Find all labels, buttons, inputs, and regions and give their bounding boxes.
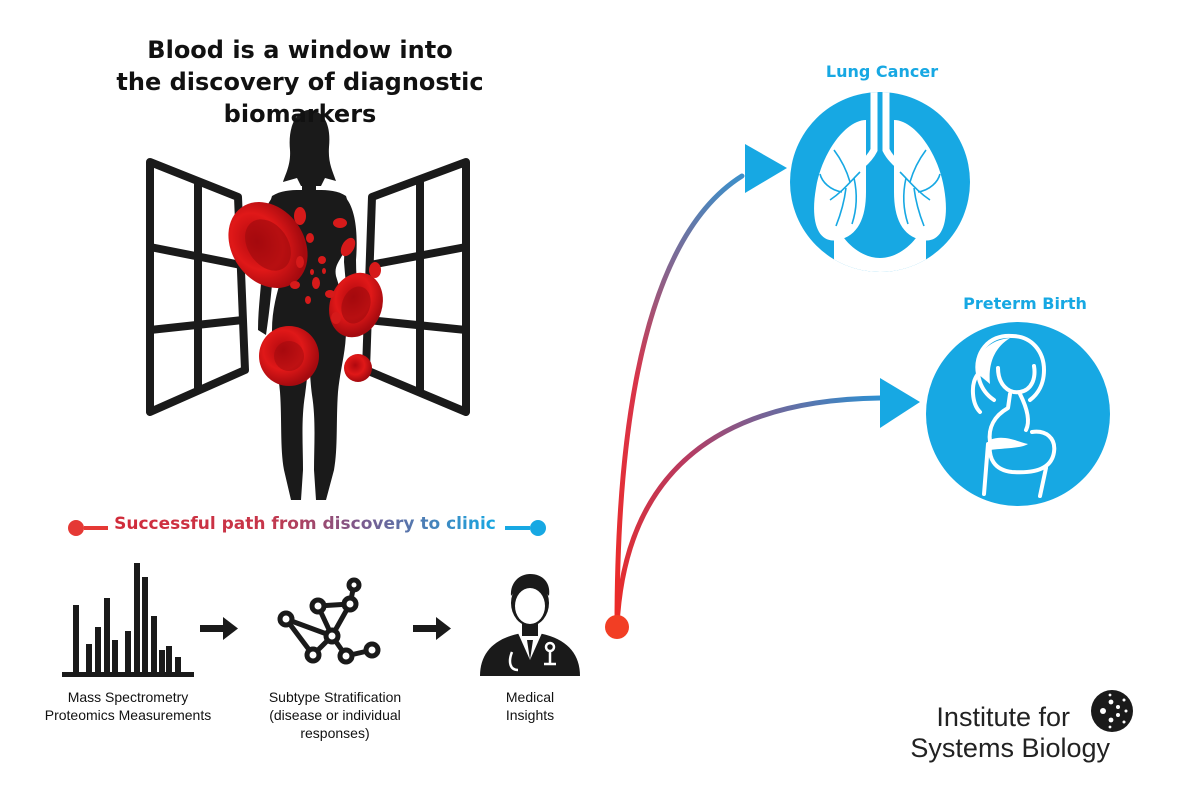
doctor-icon xyxy=(480,574,580,676)
page-title: Blood is a window into the discovery of … xyxy=(40,34,560,130)
path-banner-label: Successful path from discovery to clinic xyxy=(60,514,550,534)
logo-line-1: Institute for xyxy=(936,702,1070,732)
network-graph-icon xyxy=(277,577,381,665)
dotted-circle-logo-icon xyxy=(1091,690,1133,732)
caption-subtype-stratification: Subtype Stratification (disease or indiv… xyxy=(240,688,430,742)
arrow-right-icon xyxy=(200,617,238,640)
bar-chart-icon xyxy=(62,563,194,677)
outcome-label-lung-cancer: Lung Cancer xyxy=(825,62,939,81)
blood-cells xyxy=(228,202,383,386)
title-line-1: Blood is a window into xyxy=(147,36,453,64)
arrow-right-icon xyxy=(413,617,451,640)
outcome-label-preterm-birth: Preterm Birth xyxy=(963,294,1087,313)
arrow-head-icon xyxy=(880,378,920,428)
caption-line: Proteomics Measurements xyxy=(44,707,212,723)
caption-line: Insights xyxy=(505,707,555,723)
arrow-head-icon xyxy=(745,144,787,193)
pipeline-end-node xyxy=(605,615,629,639)
lungs-icon xyxy=(790,92,970,272)
caption-mass-spectrometry: Mass Spectrometry Proteomics Measurement… xyxy=(28,688,228,724)
institute-logo-text: Institute for Systems Biology xyxy=(898,702,1110,764)
path-banner-ends xyxy=(68,520,546,536)
outcome-arrows xyxy=(614,173,883,629)
caption-line: Subtype Stratification xyxy=(268,689,402,705)
path-banner-text: Successful path from discovery to clinic xyxy=(114,514,496,534)
caption-line: (disease or individual xyxy=(269,707,401,723)
caption-line: responses) xyxy=(300,725,370,741)
title-line-2: the discovery of diagnostic biomarkers xyxy=(116,68,484,128)
caption-line: Mass Spectrometry xyxy=(67,689,189,705)
logo-line-2: Systems Biology xyxy=(910,733,1110,763)
caption-medical-insights: Medical Insights xyxy=(470,688,590,724)
caption-line: Medical xyxy=(505,689,555,705)
pregnant-woman-icon xyxy=(926,322,1110,506)
